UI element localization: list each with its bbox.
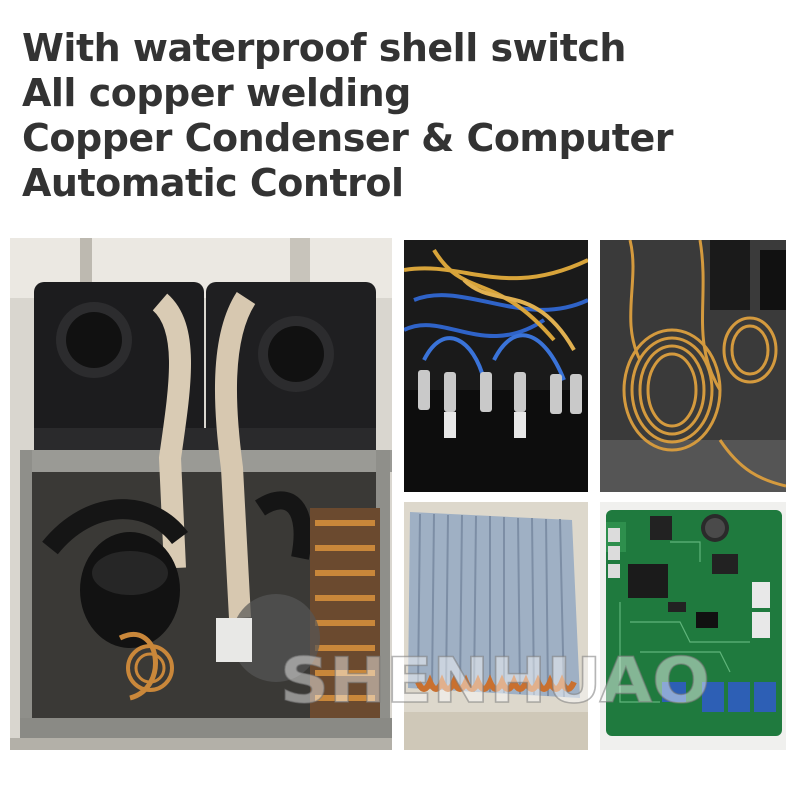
headline-line-2: All copper welding bbox=[22, 71, 411, 115]
copper-capillary-coil-photo bbox=[600, 240, 786, 492]
water-chiller-unit-photo bbox=[10, 238, 392, 750]
headline-line-1: With waterproof shell switch bbox=[22, 26, 626, 70]
headline: With waterproof shell switch All copper … bbox=[22, 26, 792, 206]
headline-line-4: Automatic Control bbox=[22, 161, 404, 205]
headline-line-3: Copper Condenser & Computer bbox=[22, 116, 673, 160]
wiring-terminals-photo bbox=[404, 240, 588, 492]
control-circuit-board-photo bbox=[600, 502, 786, 750]
copper-condenser-photo bbox=[404, 502, 588, 750]
